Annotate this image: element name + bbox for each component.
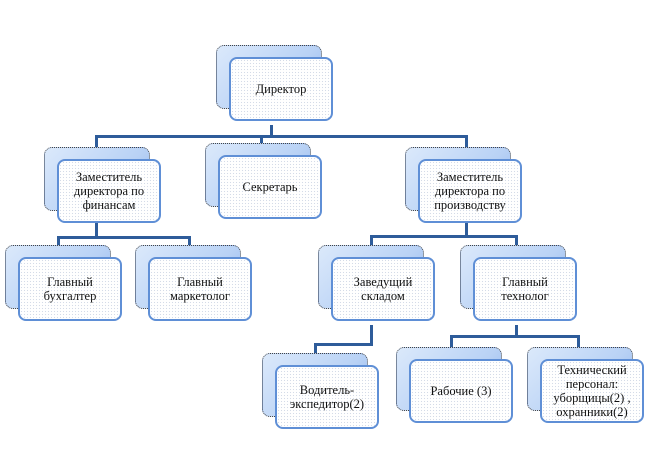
- connector: [465, 222, 468, 238]
- connector: [95, 222, 98, 238]
- connector: [95, 135, 467, 138]
- node-deputy-production[interactable]: Заместитель директора по производству: [405, 147, 522, 223]
- node-label: Заместитель директора по производству: [418, 159, 522, 223]
- connector: [450, 335, 580, 338]
- connector: [370, 235, 373, 246]
- node-chief-marketer[interactable]: Главный маркетолог: [135, 245, 252, 321]
- connector: [577, 335, 580, 348]
- node-deputy-finance[interactable]: Заместитель директора по финансам: [44, 147, 161, 223]
- connector: [370, 235, 518, 238]
- node-label: Директор: [229, 57, 333, 121]
- node-label: Главный бухгалтер: [18, 257, 122, 321]
- node-chief-accountant[interactable]: Главный бухгалтер: [5, 245, 122, 321]
- connector: [314, 343, 317, 354]
- connector: [465, 135, 468, 149]
- node-label: Главный технолог: [473, 257, 577, 321]
- node-driver[interactable]: Водитель-экспедитор(2): [262, 353, 379, 429]
- connector: [370, 325, 373, 345]
- node-label: Технический персонал: уборщицы(2) , охра…: [540, 359, 644, 423]
- node-director[interactable]: Директор: [216, 45, 333, 121]
- node-workers[interactable]: Рабочие (3): [396, 347, 513, 423]
- node-warehouse-manager[interactable]: Заведущий складом: [318, 245, 435, 321]
- node-label: Рабочие (3): [409, 359, 513, 423]
- connector: [57, 236, 191, 239]
- connector: [270, 125, 273, 137]
- node-label: Заведущий складом: [331, 257, 435, 321]
- connector: [260, 135, 263, 144]
- node-tech-staff[interactable]: Технический персонал: уборщицы(2) , охра…: [527, 347, 644, 423]
- connector: [314, 343, 373, 346]
- node-label: Заместитель директора по финансам: [57, 159, 161, 223]
- node-label: Водитель-экспедитор(2): [275, 365, 379, 429]
- node-chief-technologist[interactable]: Главный технолог: [460, 245, 577, 321]
- node-label: Секретарь: [218, 155, 322, 219]
- connector: [450, 335, 453, 348]
- connector: [95, 135, 98, 149]
- connector: [515, 325, 518, 337]
- connector: [188, 236, 191, 246]
- node-secretary[interactable]: Секретарь: [205, 143, 322, 219]
- node-label: Главный маркетолог: [148, 257, 252, 321]
- connector: [515, 235, 518, 246]
- connector: [57, 236, 60, 246]
